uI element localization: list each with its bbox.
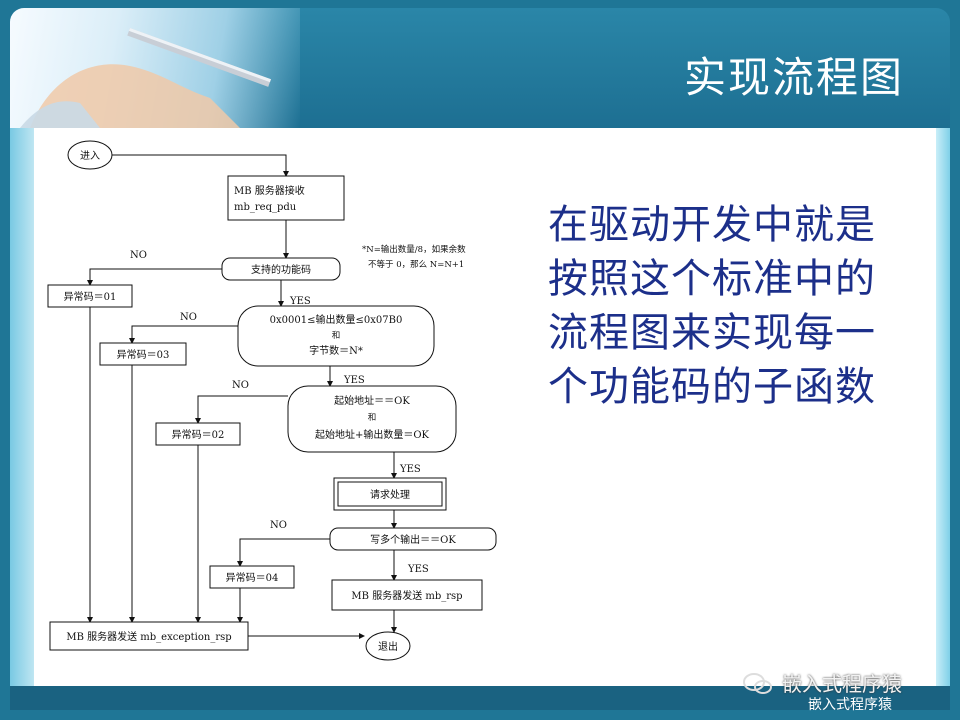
exc-04-box [209,565,295,589]
yes-label-4: YES [407,564,429,575]
note-line-1: *N=输出数量/8，如果余数 [362,244,466,255]
flowchart-panel: 进入 MB 服务器接收 mb_req_pdu *N=输出数量/8，如果余数 不等… [34,128,534,686]
send-exception-box [49,621,249,651]
check-qty-label-1: 0x0001≤输出数量≤0x07B0 [270,313,403,326]
start-label: 进入 [80,150,100,162]
receive-box [227,175,345,221]
no-label-1: NO [130,250,147,261]
send-exception-label: MB 服务器发送 mb_exception_rsp [66,630,231,643]
check-addr-box [287,385,457,453]
watermark-primary: 嵌入式程序猿 [782,672,902,696]
check-addr-label-1: 起始地址＝＝OK [334,394,410,407]
yes-label-1: YES [289,296,311,307]
no-label-4: NO [270,520,287,531]
check-addr-label-3: 起始地址+输出数量＝OK [315,428,430,441]
check-qty-label-3: 字节数＝N* [309,344,363,357]
wechat-logo-icon [743,673,772,694]
check-addr-label-2: 和 [368,413,377,423]
exc-03-box [99,342,187,366]
right-accent-band [936,128,950,686]
exc-02-label: 异常码＝02 [172,428,225,441]
end-label: 退出 [378,640,398,653]
watermark-secondary: 嵌入式程序猿 [808,697,892,713]
check-write-label: 写多个输出＝＝OK [370,533,456,546]
yes-label-2: YES [343,375,365,386]
no-label-3: NO [232,380,249,391]
end-node [365,631,411,661]
receive-label-2: mb_req_pdu [234,202,297,213]
left-accent-band [10,128,34,686]
exc-04-label: 异常码＝04 [226,571,279,584]
exc-01-label: 异常码＝01 [64,290,117,303]
check-qty-box [237,305,435,367]
note-line-2: 不等于 0，那么 N=N+1 [368,259,464,270]
hand-pen-illustration [20,28,271,128]
header-band: 实现流程图 [10,8,950,128]
check-func-label: 支持的功能码 [251,263,311,276]
description-text: 在驱动开发中就是按照这个标准中的流程图来实现每一个功能码的子函数 [548,202,876,410]
exc-03-label: 异常码＝03 [117,348,170,361]
send-rsp-box [331,579,483,611]
check-qty-label-2: 和 [332,331,341,341]
process-box[interactable] [337,481,443,507]
header-photo [10,8,300,128]
send-rsp-label: MB 服务器发送 mb_rsp [351,589,462,602]
receive-label-1: MB 服务器接收 [234,184,305,197]
page-title: 实现流程图 [683,53,904,102]
no-label-2: NO [180,312,197,323]
footer-band [10,686,950,710]
flowchart: 进入 MB 服务器接收 mb_req_pdu *N=输出数量/8，如果余数 不等… [47,140,497,661]
yes-label-3: YES [399,464,421,475]
process-label: 请求处理 [370,488,410,501]
